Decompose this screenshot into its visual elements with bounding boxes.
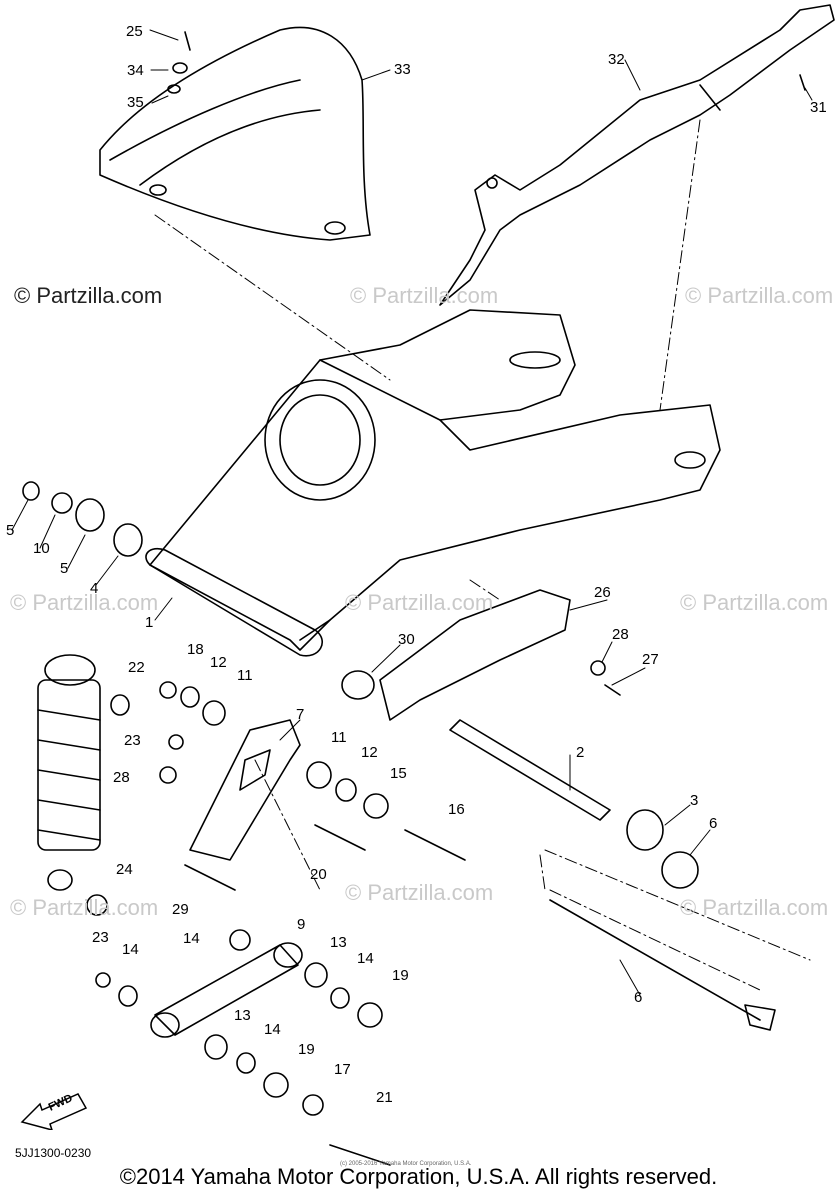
callout-label: 9 <box>297 916 306 933</box>
callout-label: 10 <box>33 540 50 557</box>
callout-label: 12 <box>361 744 378 761</box>
rear-fender <box>99 26 371 241</box>
callout-label: 6 <box>709 815 718 832</box>
long-axle-bolt <box>549 899 776 1031</box>
callout-label: 5 <box>60 560 69 577</box>
partzilla-watermark: © Partzilla.com <box>14 283 163 308</box>
callout-label: 7 <box>296 706 305 723</box>
partzilla-watermark-faint: © Partzilla.com <box>10 590 159 615</box>
callout-label: 19 <box>392 967 409 984</box>
callout-label: 6 <box>634 989 643 1006</box>
callout-label: 2 <box>576 744 585 761</box>
partzilla-watermark-faint: © Partzilla.com <box>350 283 499 308</box>
callout-label: 11 <box>237 667 253 684</box>
callout-label: 25 <box>126 23 143 40</box>
construction-lines <box>154 119 811 991</box>
swingarm <box>145 309 721 657</box>
callout-label: 19 <box>298 1041 315 1058</box>
callout-label: 28 <box>612 626 629 643</box>
callout-label: 3 <box>690 792 699 809</box>
partzilla-watermark-faint: © Partzilla.com <box>680 895 829 920</box>
callout-label: 22 <box>128 659 145 676</box>
callout-label: 28 <box>113 769 130 786</box>
callout-label: 20 <box>310 866 327 883</box>
callout-label: 32 <box>608 51 625 68</box>
callout-label: 31 <box>810 99 827 116</box>
callout-label: 12 <box>210 654 227 671</box>
bushings <box>22 62 699 1116</box>
callout-label: 4 <box>90 580 99 597</box>
callout-label: 13 <box>330 934 347 951</box>
callout-label: 23 <box>92 929 109 946</box>
callout-label: 16 <box>448 801 465 818</box>
partzilla-watermark-faint: © Partzilla.com <box>345 590 494 615</box>
bolts <box>184 31 806 1166</box>
callout-label: 30 <box>398 631 415 648</box>
copyright-notice: ©2014 Yamaha Motor Corporation, U.S.A. A… <box>119 1164 718 1189</box>
pivot-shaft <box>449 719 611 821</box>
callout-label: 1 <box>145 614 154 631</box>
callout-label: 14 <box>357 950 374 967</box>
diagram-reference-code: 5JJ1300-0230 <box>15 1146 92 1160</box>
callout-label: 5 <box>6 522 15 539</box>
callout-label: 14 <box>183 930 200 947</box>
rear-shock <box>37 654 101 891</box>
callout-label: 34 <box>127 62 144 79</box>
partzilla-watermark-faint: © Partzilla.com <box>10 895 159 920</box>
callout-label: 29 <box>172 901 189 918</box>
callout-label: 27 <box>642 651 659 668</box>
partzilla-watermark-faint: © Partzilla.com <box>345 880 494 905</box>
callout-label: 26 <box>594 584 611 601</box>
callout-label: 21 <box>376 1089 393 1106</box>
callout-label: 35 <box>127 94 144 111</box>
callout-label: 18 <box>187 641 204 658</box>
partzilla-watermark-faint: © Partzilla.com <box>680 590 829 615</box>
chain-slider <box>379 589 571 721</box>
callout-label: 24 <box>116 861 133 878</box>
callout-label: 33 <box>394 61 411 78</box>
relay-arm <box>189 719 301 861</box>
leader-lines <box>11 29 813 996</box>
callout-label: 14 <box>122 941 139 958</box>
partzilla-watermark-faint: © Partzilla.com <box>685 283 834 308</box>
callout-label: 11 <box>331 729 347 746</box>
callout-label: 17 <box>334 1061 351 1078</box>
tiny-copyright: (c) 2005-2016 Yamaha Motor Corporation, … <box>340 1161 472 1167</box>
forward-direction-arrow-icon <box>20 1093 88 1130</box>
callout-label: 14 <box>264 1021 281 1038</box>
chain-guard <box>439 4 835 306</box>
connecting-rod <box>150 942 303 1038</box>
callout-label: 13 <box>234 1007 251 1024</box>
callout-label: 15 <box>390 765 407 782</box>
callout-label: 23 <box>124 732 141 749</box>
